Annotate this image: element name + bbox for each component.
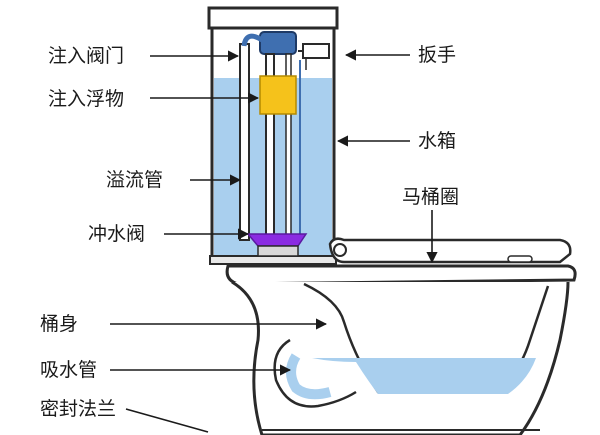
tank-base <box>209 255 337 265</box>
seat-ring <box>328 237 572 264</box>
overflow-tube <box>239 43 250 241</box>
bowl-rim <box>225 264 577 286</box>
label-fill-float: 注入浮物 <box>48 88 125 110</box>
fill-valve <box>241 31 301 245</box>
label-fill-valve: 注入阀门 <box>48 45 125 67</box>
label-bowl: 桶身 <box>40 313 79 335</box>
siphon-tube <box>273 338 357 408</box>
arrow-seal-flange <box>125 408 209 433</box>
label-handle: 扳手 <box>418 44 457 66</box>
handle <box>298 43 330 70</box>
callout-arrows <box>110 49 438 433</box>
bowl-water <box>312 358 536 394</box>
tank-lid <box>207 6 339 30</box>
label-siphon-tube: 吸水管 <box>40 359 98 381</box>
fill-valve-head <box>259 31 297 55</box>
label-flush-valve: 冲水阀 <box>88 223 146 245</box>
label-tank: 水箱 <box>418 130 457 152</box>
label-seal-flange: 密封法兰 <box>40 398 117 420</box>
label-overflow-tube: 溢流管 <box>106 169 164 191</box>
label-seat-ring: 马桶圈 <box>402 186 460 208</box>
bowl <box>225 264 577 435</box>
fill-float <box>259 75 297 115</box>
flush-valve <box>246 233 308 257</box>
